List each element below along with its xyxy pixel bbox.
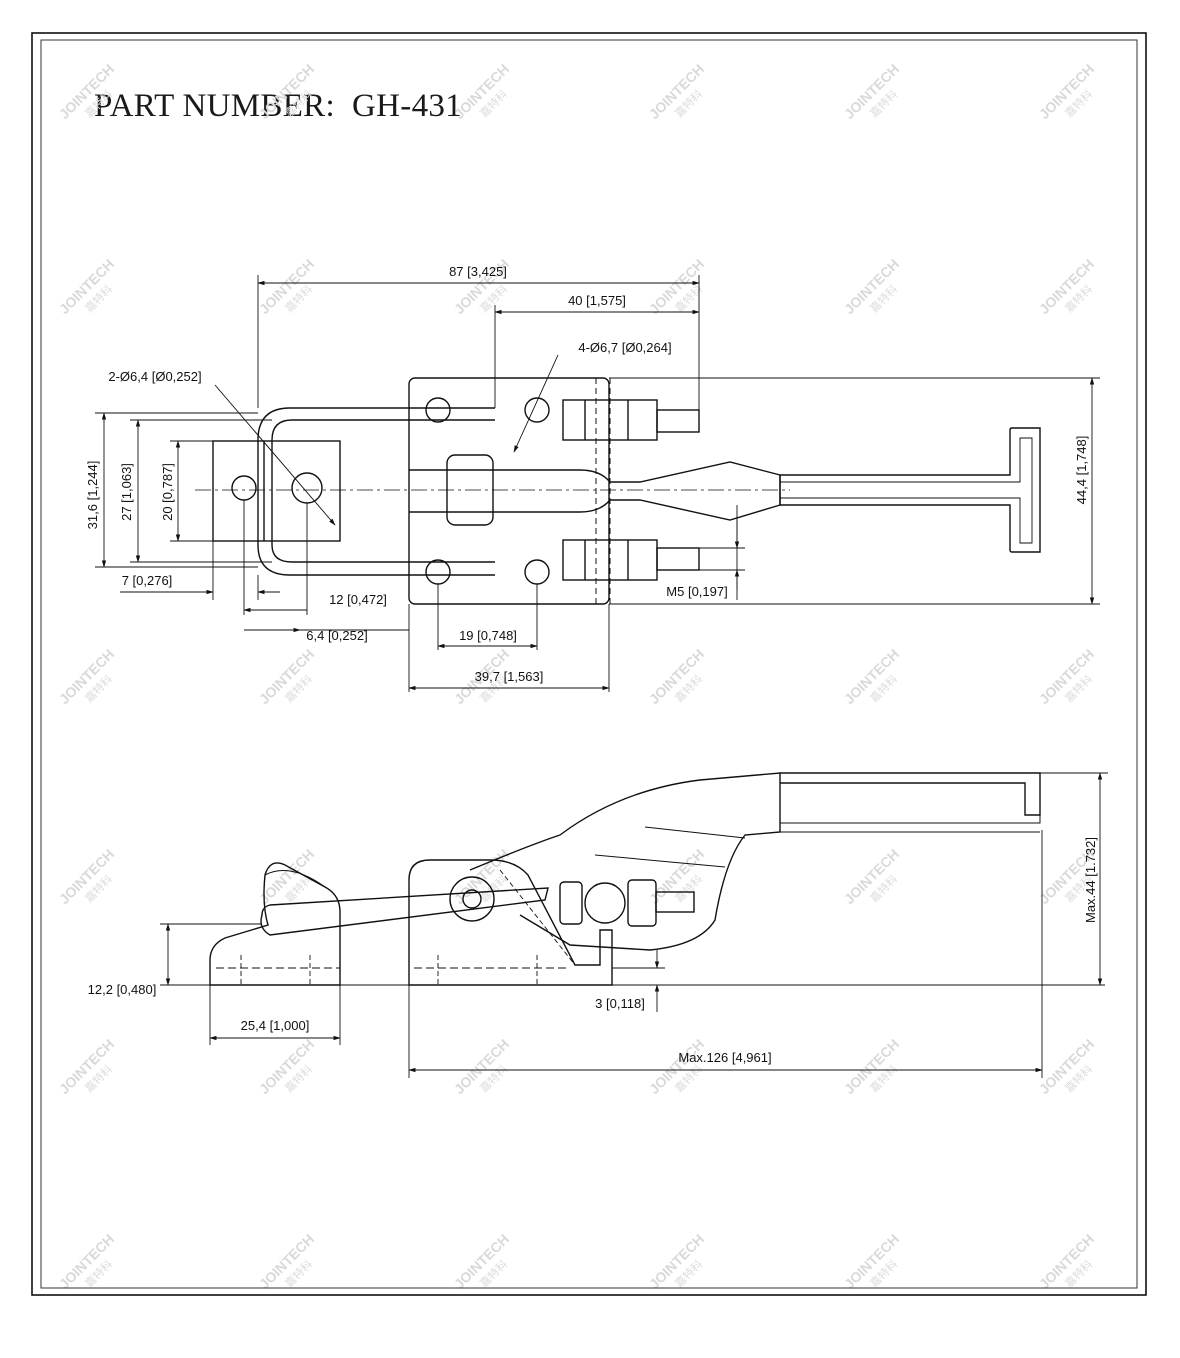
mount-hole [425, 559, 451, 585]
dim-mount-span: 40 [1,575] [568, 293, 626, 308]
top-view-dimensions [95, 275, 1100, 692]
dim-thread: M5 [0,197] [666, 584, 727, 599]
dim-height-outer: 31,6 [1,244] [85, 461, 100, 530]
dim-overall-width: 44,4 [1,748] [1074, 436, 1089, 505]
dim-base-thickness: 3 [0,118] [595, 996, 645, 1011]
base-side [408, 859, 613, 986]
mount-hole [425, 397, 451, 423]
bolt-thread-bottom [656, 547, 700, 571]
catch-hole [231, 475, 257, 501]
side-view [209, 772, 1041, 986]
handle-grip-side [780, 772, 1041, 816]
dim-offset-6-4: 6,4 [0,252] [306, 628, 367, 643]
side-view-dimensions [160, 772, 1108, 1078]
dim-offset-7: 7 [0,276] [122, 573, 173, 588]
dim-hole-pitch: 19 [0,748] [459, 628, 517, 643]
dim-height-inner: 20 [0,787] [160, 463, 175, 521]
latch-u-bar-inner [271, 419, 495, 563]
inner-frame [40, 39, 1138, 1289]
dim-catch-holes: 2-Ø6,4 [Ø0,252] [108, 369, 201, 384]
handle-arm [409, 461, 781, 521]
pivot-pin [449, 876, 495, 922]
latch-bar-side [260, 887, 549, 936]
latch-u-bar [257, 407, 495, 576]
catch-plate [212, 440, 341, 542]
bolt-thread-top [656, 409, 700, 433]
dim-catch-length: 25,4 [1,000] [241, 1018, 310, 1033]
dim-catch-height: 12,2 [0,480] [88, 982, 157, 997]
catch-hole [291, 472, 323, 504]
nut-side [559, 881, 583, 925]
mount-hole [524, 397, 550, 423]
dim-base-length: 39,7 [1,563] [475, 669, 544, 684]
handle-arm-side [469, 772, 781, 951]
outer-frame [31, 32, 1147, 1296]
dim-height-mid: 27 [1,063] [119, 463, 134, 521]
base-plate [408, 377, 610, 605]
dimension-labels: 87 [3,425] 40 [1,575] 4-Ø6,7 [Ø0,264] 2-… [85, 264, 1098, 1065]
dim-overall-length: 87 [3,425] [449, 264, 507, 279]
dim-max-length: Max.126 [4,961] [678, 1050, 771, 1065]
spindle-thread-side [655, 891, 695, 913]
mount-hole [524, 559, 550, 585]
dim-base-holes: 4-Ø6,7 [Ø0,264] [578, 340, 671, 355]
top-view [195, 377, 1041, 605]
spindle-ball [584, 882, 626, 924]
dim-max-height: Max.44 [1.732] [1083, 837, 1098, 923]
dim-offset-12: 12 [0,472] [329, 592, 387, 607]
handle-grip [779, 427, 1041, 553]
part-number-title: PART NUMBER: GH-431 [94, 88, 463, 124]
handle-grip-cover [780, 437, 1033, 544]
